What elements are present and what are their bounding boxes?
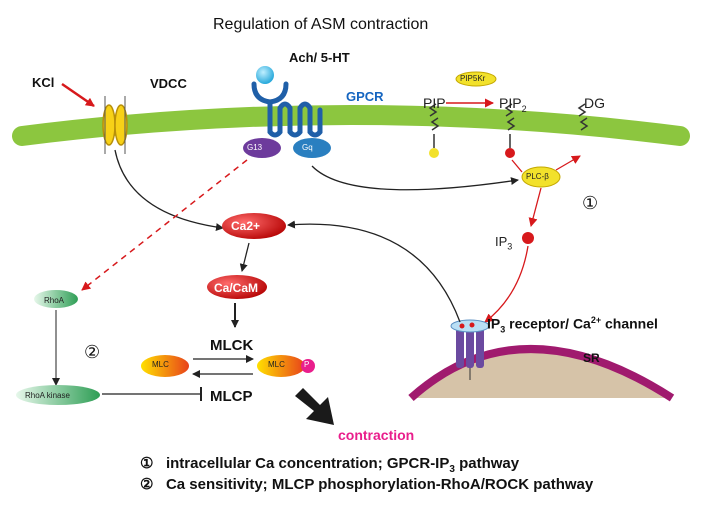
calcium-node bbox=[222, 213, 286, 239]
ip3-receptor-label: IP3 receptor/ Ca2+ channel bbox=[487, 315, 658, 335]
pip5kr-label: PIP5Kr bbox=[460, 74, 486, 83]
plc-beta-label: PLC-β bbox=[526, 172, 549, 181]
rhoa-kinase-label: RhoA kinase bbox=[25, 391, 70, 400]
ip3-receptor-channel bbox=[450, 319, 490, 380]
kcl-label: KCl bbox=[32, 75, 55, 90]
pip2-to-plc-arrow bbox=[511, 159, 523, 173]
ip3-label: IP3 bbox=[495, 234, 513, 252]
vdcc-label: VDCC bbox=[150, 76, 187, 91]
g13-to-rhoa-arrow bbox=[81, 159, 248, 291]
contraction-arrow bbox=[295, 388, 334, 425]
cacam-label: Ca/CaM bbox=[214, 281, 259, 295]
rhoa-label: RhoA bbox=[44, 296, 65, 305]
ip3-to-receptor-arrow bbox=[484, 245, 529, 323]
rhoa-kinase-node bbox=[16, 385, 100, 405]
legend-line-one: ① intracellular Ca concentration; GPCR-I… bbox=[140, 455, 520, 475]
dg-lipid bbox=[577, 103, 589, 131]
phosphate-label: P bbox=[304, 360, 310, 369]
pip5kr-enzyme bbox=[455, 71, 497, 87]
marker-one: ① bbox=[582, 193, 599, 213]
mlc-label-1: MLC bbox=[152, 360, 169, 369]
agonist-ligand bbox=[256, 66, 274, 84]
legend-line-two: ② Ca sensitivity; MLCP phosphorylation-R… bbox=[140, 476, 594, 493]
mlc-label-2: MLC bbox=[268, 360, 285, 369]
gq-protein bbox=[293, 138, 331, 158]
pip-label: PIP bbox=[423, 95, 446, 111]
pip2-lipid bbox=[504, 103, 516, 158]
g13-protein bbox=[243, 138, 281, 158]
marker-two: ② bbox=[84, 342, 101, 362]
gpcr-label: GPCR bbox=[346, 89, 384, 104]
plc-to-dg-arrow bbox=[555, 155, 581, 171]
agonist-label: Ach/ 5-HT bbox=[289, 50, 350, 65]
sr-membrane bbox=[408, 345, 675, 402]
pip2-label: PIP2 bbox=[499, 95, 527, 114]
calcium-label: Ca2+ bbox=[231, 219, 261, 233]
contraction-label: contraction bbox=[338, 427, 415, 443]
diagram-title: Regulation of ASM contraction bbox=[213, 16, 429, 33]
gq-label: Gq bbox=[302, 143, 313, 152]
phosphate-group bbox=[301, 359, 315, 373]
kcl-arrow bbox=[61, 82, 95, 108]
vdcc-to-ca-arrow bbox=[114, 149, 224, 232]
vdcc-channel bbox=[102, 96, 128, 154]
sr-label: SR bbox=[583, 351, 600, 365]
rhoa-node bbox=[34, 290, 78, 308]
g13-label: G13 bbox=[247, 143, 263, 152]
pip-lipid bbox=[428, 103, 440, 158]
sr-to-ca-arrow bbox=[287, 220, 461, 323]
dg-label: DG bbox=[584, 95, 605, 111]
ip3-molecule bbox=[522, 232, 534, 244]
mlck-label: MLCK bbox=[210, 337, 254, 354]
cacam-node bbox=[207, 275, 267, 299]
plc-to-ip3-arrow bbox=[528, 187, 542, 227]
mlc-unphosphorylated bbox=[141, 355, 189, 377]
ca-to-cacam-arrow bbox=[239, 242, 250, 272]
mlc-phosphorylated bbox=[257, 355, 305, 377]
plc-beta-enzyme bbox=[521, 166, 561, 188]
mlcp-label: MLCP bbox=[210, 388, 253, 405]
gpcr-receptor bbox=[251, 81, 323, 138]
gq-to-plc-arrow bbox=[311, 165, 519, 191]
